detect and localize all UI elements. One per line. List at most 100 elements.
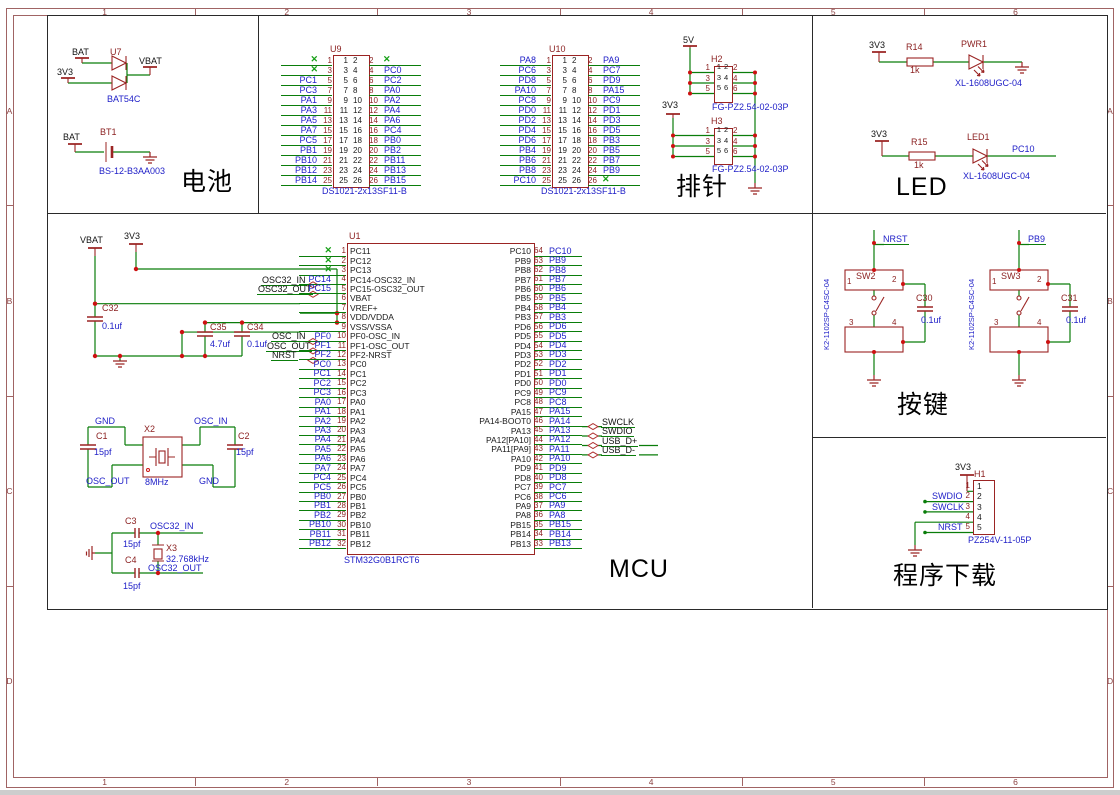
u10-connector-body[interactable] [552,55,589,188]
pin-number: 38 [534,491,543,501]
pin-number: 8 [588,85,593,95]
label: U7 [110,47,122,57]
pin-number: 3 [341,265,346,274]
net-label: PC8 [518,95,536,105]
label: MCU [609,555,669,583]
pin-number: 8 [341,312,346,322]
pin-number: 5 [716,146,721,155]
unused-pin-x-icon [310,55,318,64]
pin-number: 3 [965,501,970,511]
label: 15pf [94,447,112,457]
pin-number: 10 [588,95,597,105]
net-label: PC7 [603,65,621,75]
pin-number: 9 [341,321,346,331]
net-label: PC0 [384,65,402,75]
label: 程序下载 [893,562,998,590]
push-button-circuit[interactable]: NRST SW2 1 2 3 4 C30 0.1uf K2-1102SP-C4S… [820,228,980,406]
net-label: PD2 [518,115,536,125]
pin-number: 1 [965,481,970,490]
pin-number: 22 [588,155,597,165]
net-label: PB15 [549,519,572,530]
wires [873,230,926,375]
pin-number: 11 [339,106,348,115]
net-label: PC3 [299,85,317,95]
pin-name: PC8 [514,397,531,408]
pin-name: PB0 [350,491,367,502]
pin-number: 19 [558,146,567,155]
net-label: PA13 [549,424,571,435]
u10-refdes: U10 [549,44,566,54]
pin-name: PC0 [350,359,367,370]
pin-number: 10 [572,96,581,105]
pin-row: 1 [281,56,332,66]
net-label: PD2 [549,358,567,369]
pin-number: 13 [337,359,346,369]
u1-left-pins: 123PC144PC1556789PF010PF111PF212PC013PC1… [299,247,346,550]
pin-name: PB15 [510,519,531,530]
pin-name: PC12 [350,255,372,266]
label: R14 [906,42,923,52]
net-label: PA7 [314,462,331,473]
label: OSC32_IN [261,275,307,286]
pin-number: 53 [534,349,543,359]
switch-graphics [989,230,1078,387]
label: BT1 [100,127,117,137]
net-label: PA11 [549,443,570,454]
ruler-col-label: 3 [378,7,561,17]
net-label: PA8 [549,509,566,520]
u9-connector-body[interactable] [333,55,370,188]
pin-number: 23 [337,453,346,463]
pin-number: 2 [341,255,346,265]
net-label: PA0 [314,396,331,407]
h2-header-body[interactable] [714,66,733,103]
net-label: PF1 [314,340,331,350]
net-label: PB1 [299,145,317,155]
pin-number: 36 [534,510,543,520]
net-label: PD4 [549,340,567,350]
u1-mcu-body[interactable] [347,243,535,555]
pin-name: PC3 [350,387,367,398]
capacitor-value: 0.1uf [1066,315,1087,325]
push-button-circuit[interactable]: PB9 SW3 1 2 3 4 C31 0.1uf K2-1102SP-C4SC… [965,228,1120,406]
net-label: PB5 [603,145,621,155]
net-label: PD3 [549,349,567,360]
resistor-icons [906,57,936,161]
h3-header-body[interactable] [714,128,733,165]
net-label: PC0 [313,358,331,369]
pin-number: 13 [323,115,332,125]
net-label: PA6 [314,453,331,464]
pin-name: PD3 [514,350,531,360]
net-label: PA7 [300,125,317,135]
pin-name: PD6 [514,321,531,332]
net-label: PA1 [300,95,317,105]
net-label: PA15 [603,85,625,95]
label: OSC_OUT [266,341,312,352]
net-label: PC7 [549,481,567,492]
pin-number: 1 [977,481,982,491]
h1-header-body[interactable] [973,480,995,535]
ruler-row-label: D [1106,676,1114,687]
pin-number: 15 [339,126,348,135]
net-label: PD1 [603,105,621,115]
